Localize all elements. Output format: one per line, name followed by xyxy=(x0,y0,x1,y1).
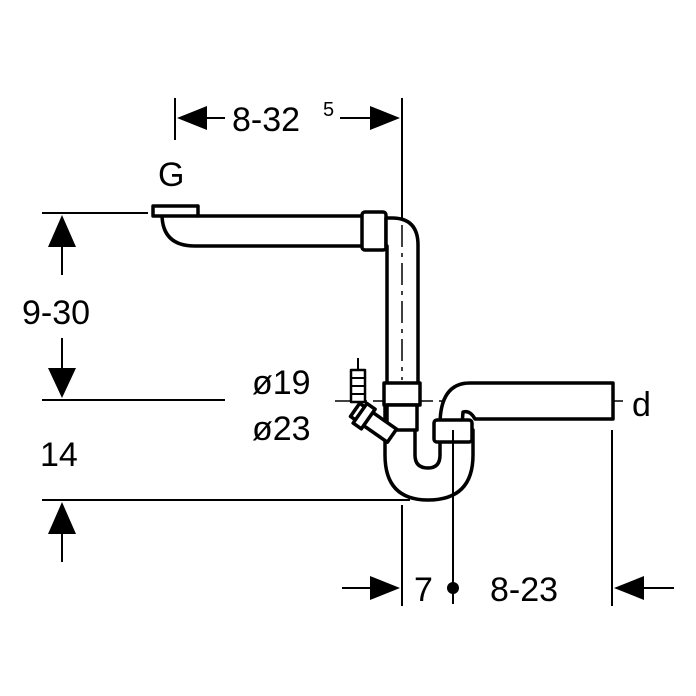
arrow-right-icon xyxy=(370,106,400,130)
inlet-flange xyxy=(151,204,200,218)
outlet-label: d xyxy=(632,386,651,424)
arm-collar xyxy=(360,210,388,252)
top-width-superscript: 5 xyxy=(323,99,334,121)
inlet-label: G xyxy=(158,156,184,194)
bottom-offset-label: 7 xyxy=(414,571,433,609)
center-dot xyxy=(447,582,459,594)
height-lower-label: 14 xyxy=(40,436,78,474)
arrow-up-icon xyxy=(48,215,76,247)
bottom-width-label: 8-23 xyxy=(490,571,558,609)
arrow-left-icon xyxy=(614,576,644,600)
bottom-dimension: 7 8-23 xyxy=(342,430,674,609)
arrow-up-icon xyxy=(48,502,76,534)
outlet-pipe xyxy=(438,381,615,427)
arrow-left-icon xyxy=(177,106,207,130)
hose-diameter-19: ø19 xyxy=(252,364,311,402)
arrow-down-icon xyxy=(48,368,76,398)
height-upper-label: 9-30 xyxy=(22,294,90,332)
hose-nozzle xyxy=(349,358,367,404)
hose-diameter-23: ø23 xyxy=(252,410,311,448)
top-width-label: 8-32 xyxy=(232,101,300,139)
arrow-right-icon xyxy=(370,576,400,600)
height-dimension: 9-30 14 xyxy=(22,212,410,562)
top-width-dimension: 8-32 5 xyxy=(174,98,403,222)
hose-connector xyxy=(348,401,399,444)
trap-collar xyxy=(382,381,422,407)
siphon-assembly xyxy=(151,204,615,502)
